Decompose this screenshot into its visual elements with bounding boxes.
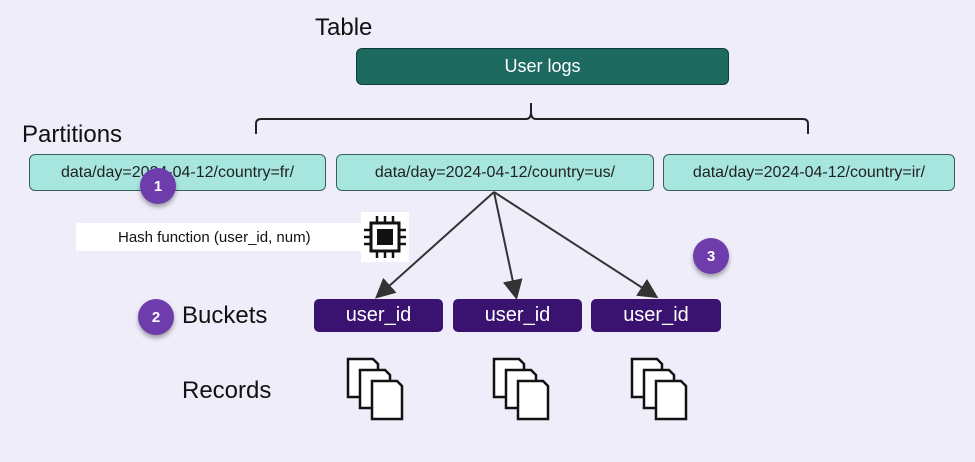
chip-icon bbox=[361, 212, 409, 262]
bucket-1: user_id bbox=[314, 299, 443, 332]
bucket-3: user_id bbox=[591, 299, 721, 332]
partition-brace bbox=[255, 103, 809, 134]
partition-fr: data/day=2024-04-12/country=fr/ bbox=[29, 154, 326, 191]
step-badge-3: 3 bbox=[693, 238, 729, 274]
buckets-heading: Buckets bbox=[182, 302, 268, 329]
partitions-heading: Partitions bbox=[22, 121, 123, 148]
arrow-to-bucket-2 bbox=[493, 191, 523, 300]
step-badge-2: 2 bbox=[138, 299, 174, 335]
records-icon-1 bbox=[346, 357, 404, 421]
partition-ir: data/day=2024-04-12/country=ir/ bbox=[663, 154, 955, 191]
records-icon-2 bbox=[492, 357, 550, 421]
bucket-2: user_id bbox=[453, 299, 582, 332]
table-user-logs: User logs bbox=[356, 48, 729, 85]
step-badge-1: 1 bbox=[140, 168, 176, 204]
partition-us: data/day=2024-04-12/country=us/ bbox=[336, 154, 654, 191]
records-icon-3 bbox=[630, 357, 688, 421]
arrow-to-bucket-1 bbox=[375, 191, 495, 299]
table-heading: Table bbox=[315, 14, 373, 41]
hash-function-label: Hash function (user_id, num) bbox=[76, 223, 361, 251]
records-heading: Records bbox=[182, 377, 272, 404]
arrow-to-bucket-3 bbox=[493, 191, 659, 299]
